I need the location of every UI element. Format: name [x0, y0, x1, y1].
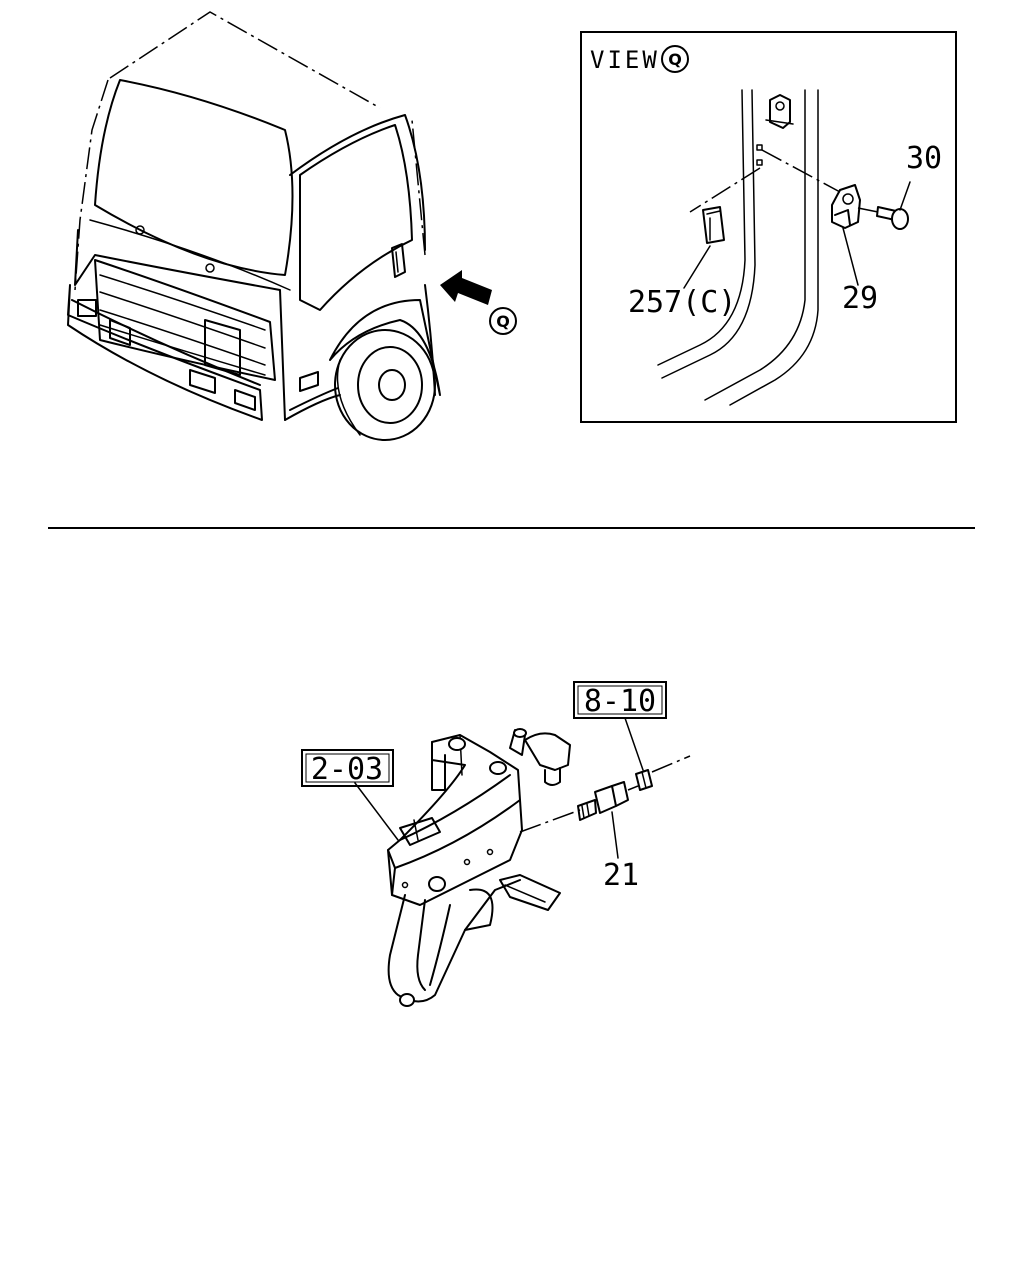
callout-clip: 257(C)	[628, 285, 736, 320]
view-title: VIEW	[590, 46, 660, 74]
ref-box-left: 2-03	[301, 749, 394, 787]
arrow-marker-letter: Q	[496, 312, 510, 331]
callout-switch: 21	[603, 858, 639, 893]
ref-label-upper: 8-10	[584, 684, 656, 719]
truck-cab-illustration	[67, 11, 492, 441]
ref-box-upper: 8-10	[573, 681, 667, 719]
pedal-assembly-illustration	[354, 717, 691, 1007]
ref-label-left: 2-03	[311, 752, 383, 787]
callout-door-stop: 29	[842, 281, 878, 316]
view-letter: Q	[668, 50, 682, 69]
callout-bolt: 30	[906, 141, 942, 176]
view-arrow-marker: Q	[489, 307, 517, 335]
view-detail-box: VIEW Q 30 257(C) 2	[580, 31, 957, 423]
